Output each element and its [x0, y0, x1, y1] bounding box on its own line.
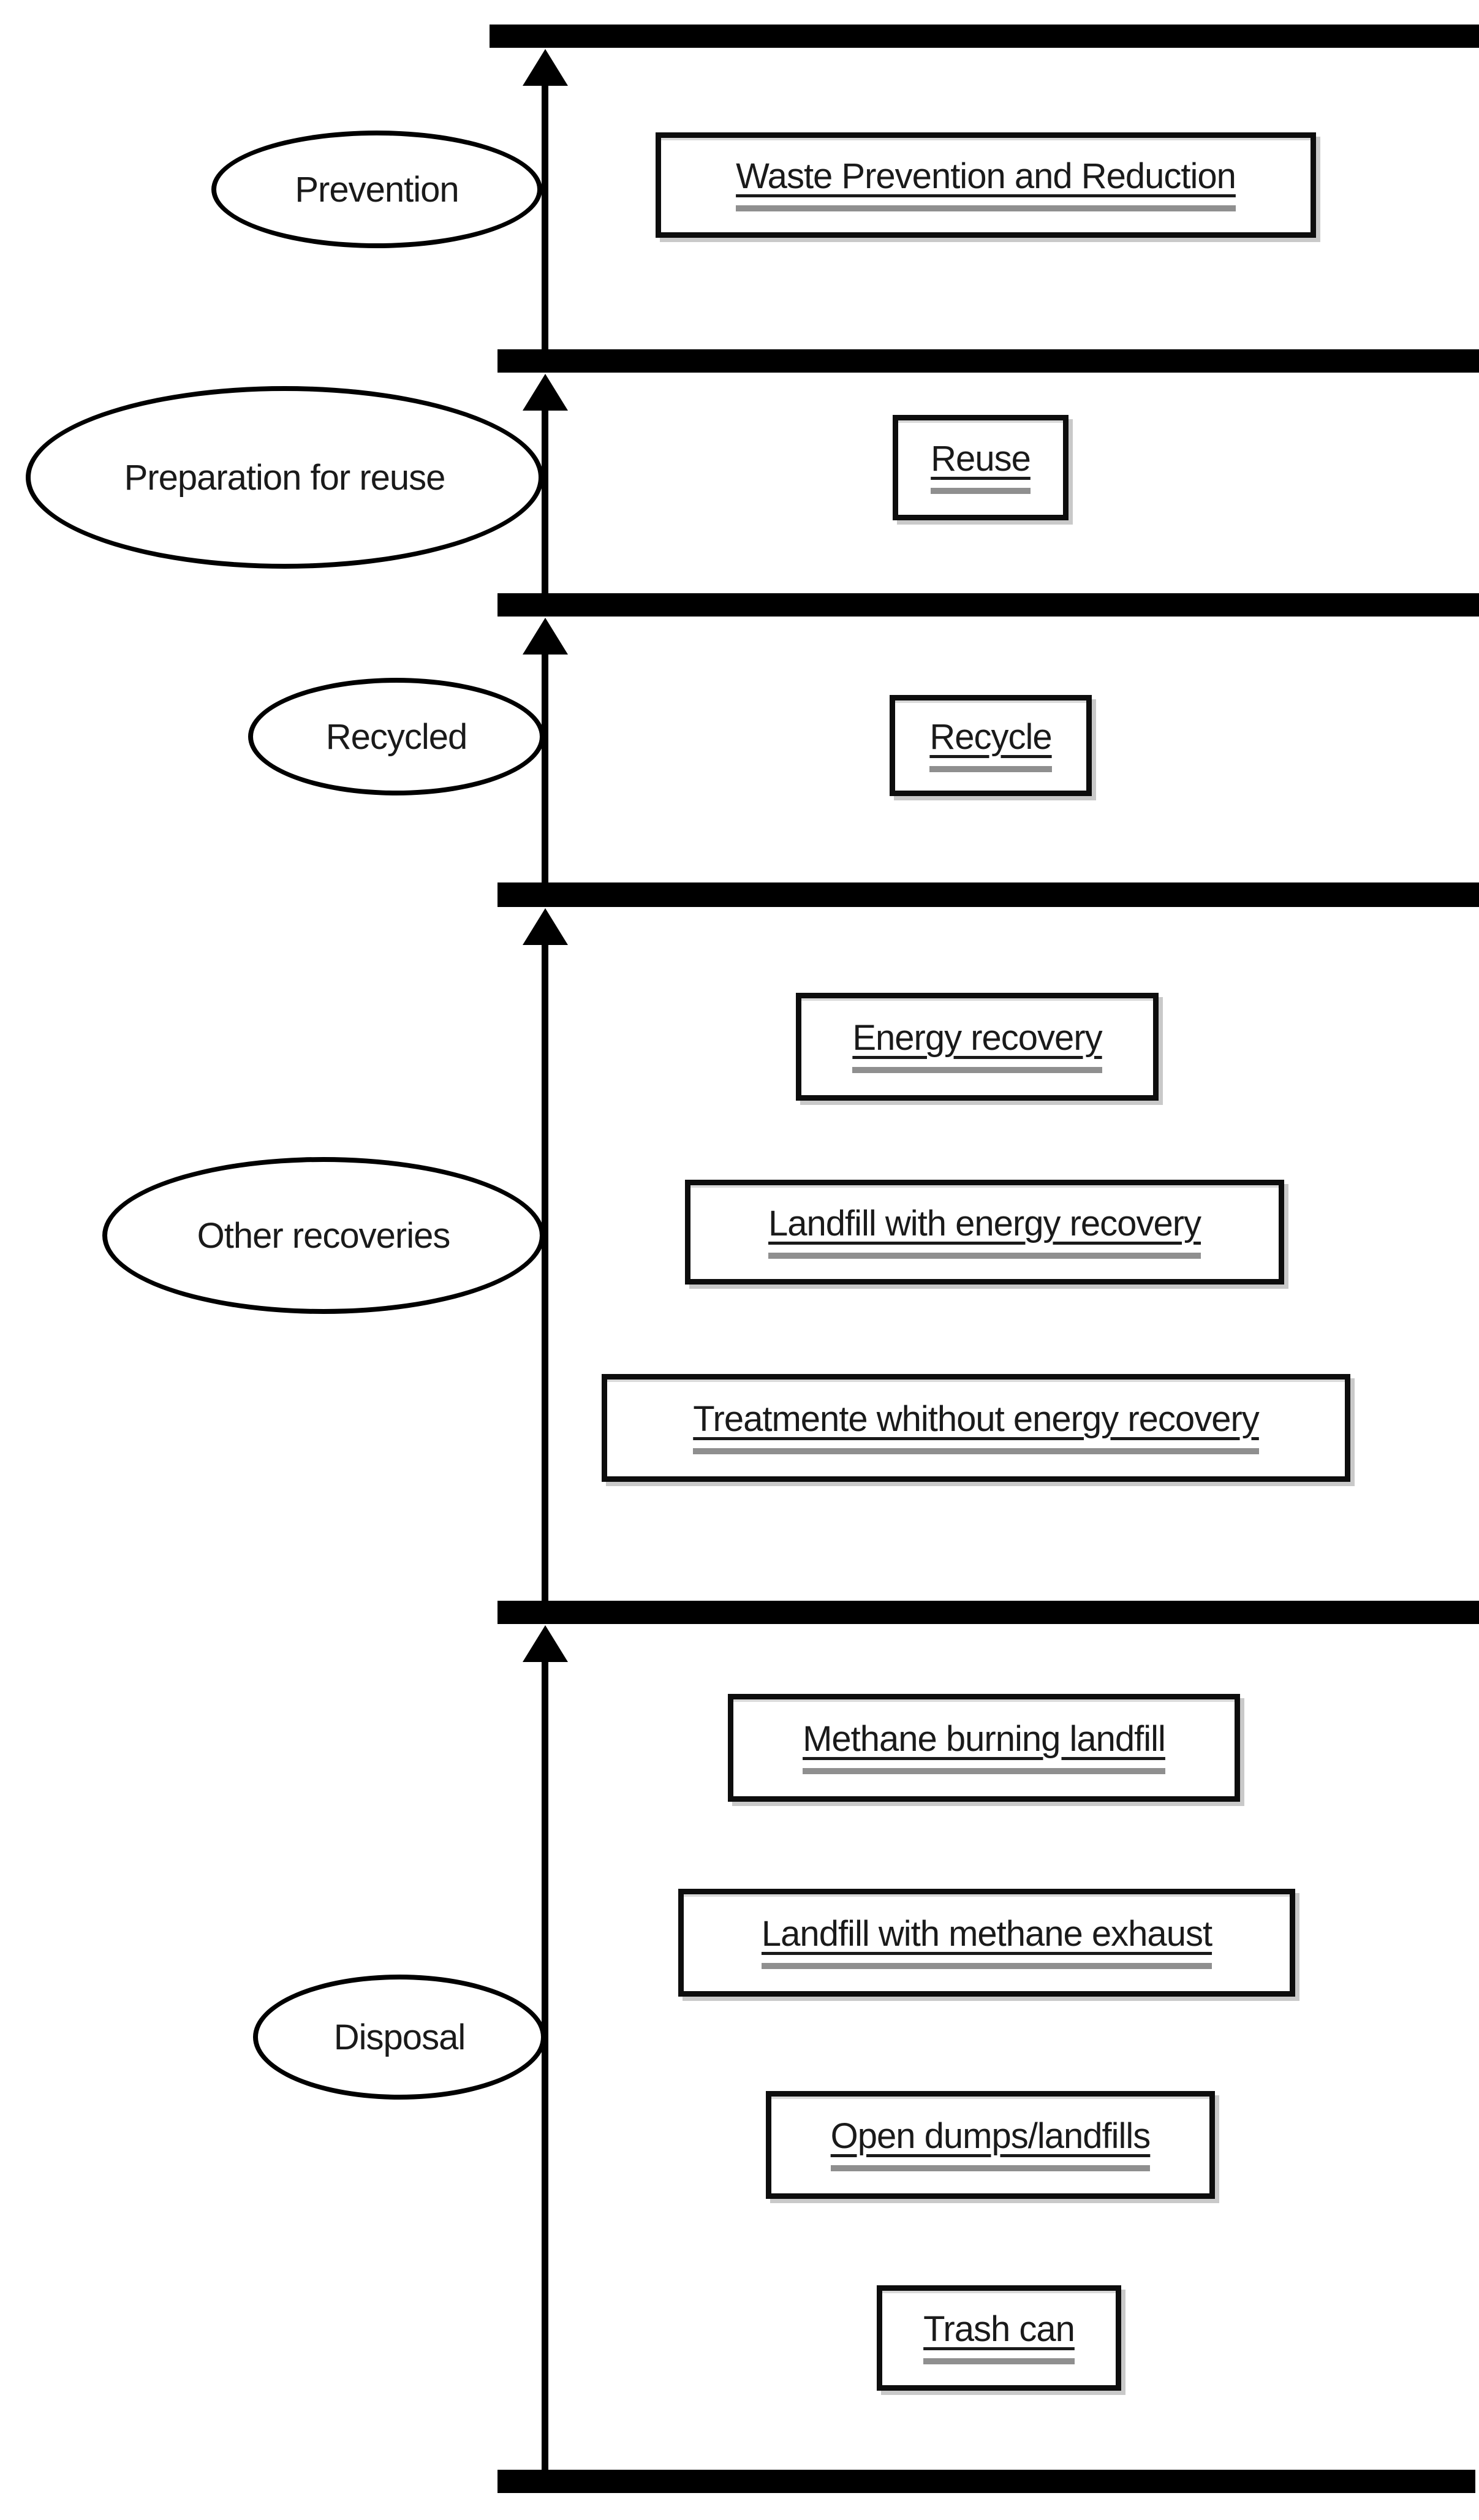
- method-box-open-dumps-landfills: Open dumps/landfills: [766, 2091, 1215, 2199]
- method-box-waste-prevention-and-reduction: Waste Prevention and Reduction: [656, 132, 1316, 238]
- stage-label-disposal: Disposal: [333, 2017, 466, 2057]
- hierarchy-bar-6: [497, 2470, 1475, 2493]
- method-label-energy-recovery: Energy recovery: [852, 1020, 1103, 1073]
- method-label-reuse: Reuse: [931, 441, 1031, 494]
- hierarchy-bar-3: [497, 593, 1479, 617]
- method-label-landfill-with-energy-recovery: Landfill with energy recovery: [768, 1205, 1201, 1259]
- up-arrow-shaft-4: [542, 940, 548, 1601]
- hierarchy-bar-5: [497, 1601, 1479, 1624]
- hierarchy-bar-1: [490, 25, 1479, 48]
- up-arrow-head-1: [523, 49, 568, 86]
- stage-ellipse-prevention: Prevention: [211, 131, 542, 248]
- method-label-open-dumps-landfills: Open dumps/landfills: [830, 2119, 1151, 2171]
- stage-ellipse-recycled: Recycled: [248, 678, 545, 795]
- method-box-trash-can: Trash can: [877, 2285, 1121, 2391]
- method-label-recycle: Recycle: [929, 719, 1053, 772]
- up-arrow-shaft-5: [542, 1657, 548, 2470]
- method-box-reuse: Reuse: [893, 415, 1069, 520]
- method-label-methane-burning-landfill: Methane burning landfill: [803, 1721, 1166, 1774]
- method-box-treatment-without-energy-recovery: Treatmente whithout energy recovery: [602, 1374, 1350, 1482]
- stage-label-preparation-for-reuse: Preparation for reuse: [124, 457, 446, 498]
- stage-ellipse-disposal: Disposal: [253, 1975, 546, 2100]
- method-box-landfill-with-methane-exhaust: Landfill with methane exhaust: [678, 1889, 1295, 1997]
- method-box-methane-burning-landfill: Methane burning landfill: [728, 1694, 1240, 1802]
- method-label-trash-can: Trash can: [923, 2312, 1075, 2364]
- hierarchy-bar-4: [497, 882, 1479, 907]
- up-arrow-shaft-3: [542, 650, 548, 882]
- method-box-recycle: Recycle: [890, 695, 1092, 796]
- stage-label-recycled: Recycled: [325, 716, 468, 757]
- method-label-waste-prevention-and-reduction: Waste Prevention and Reduction: [736, 159, 1236, 211]
- stage-ellipse-other-recoveries: Other recoveries: [102, 1157, 545, 1314]
- method-box-energy-recovery: Energy recovery: [796, 993, 1159, 1101]
- stage-label-other-recoveries: Other recoveries: [197, 1215, 451, 1256]
- hierarchy-bar-2: [497, 349, 1479, 373]
- up-arrow-shaft-1: [542, 81, 548, 349]
- up-arrow-shaft-2: [542, 406, 548, 593]
- up-arrow-head-5: [523, 1625, 568, 1662]
- up-arrow-head-2: [523, 374, 568, 411]
- method-label-landfill-with-methane-exhaust: Landfill with methane exhaust: [761, 1916, 1212, 1969]
- method-label-treatment-without-energy-recovery: Treatmente whithout energy recovery: [693, 1402, 1260, 1454]
- stage-ellipse-preparation-for-reuse: Preparation for reuse: [26, 386, 543, 569]
- up-arrow-head-4: [523, 908, 568, 945]
- method-box-landfill-with-energy-recovery: Landfill with energy recovery: [685, 1180, 1284, 1285]
- stage-label-prevention: Prevention: [295, 169, 459, 210]
- up-arrow-head-3: [523, 618, 568, 655]
